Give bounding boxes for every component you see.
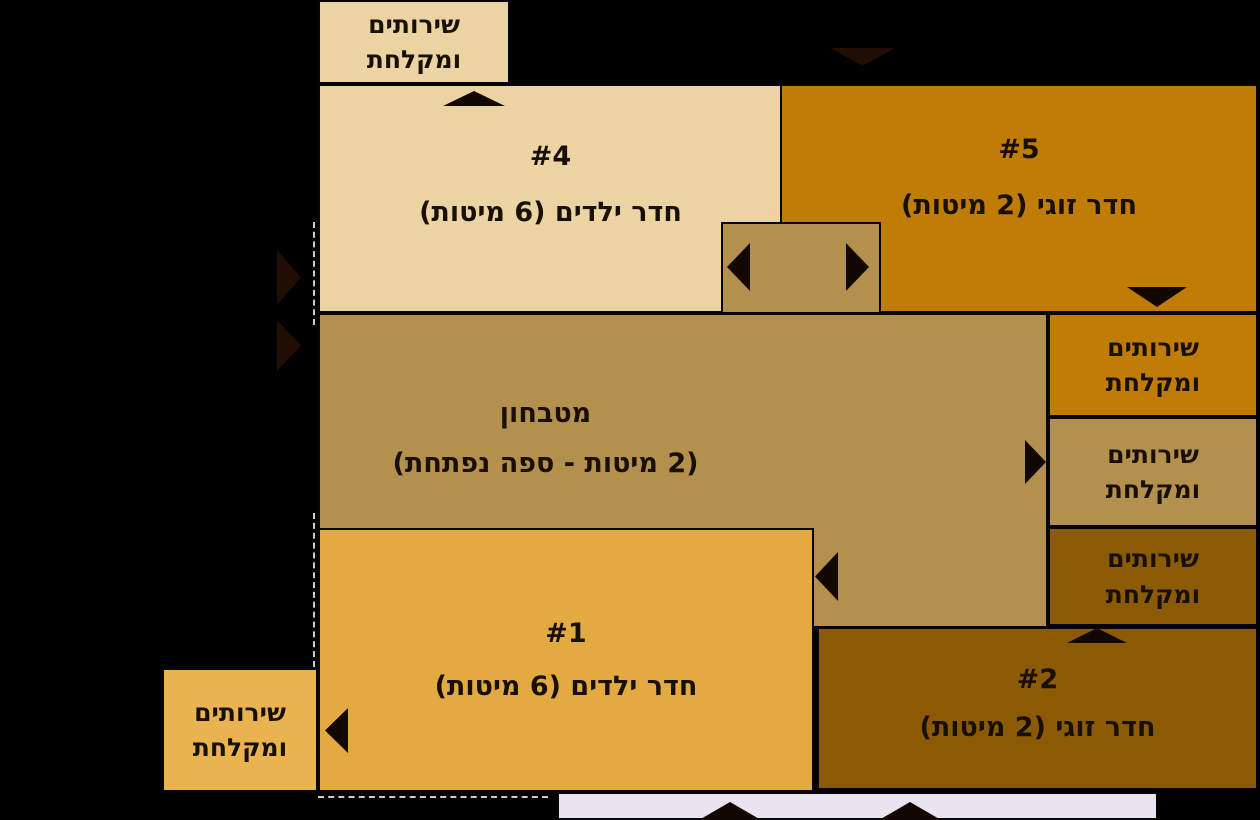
service-room-top: שירותים ומקלחת	[318, 0, 510, 84]
entrance-marker-right-icon	[277, 250, 301, 305]
kitchenette-title: מטבחון	[499, 398, 592, 430]
service-room-right-2-label-line1: שירותים	[1107, 439, 1199, 469]
service-room-bottom-left-label-line2: ומקלחת	[192, 733, 288, 762]
service-room-right-1-label-line1: שירותים	[1107, 332, 1199, 362]
porch-strip	[557, 792, 1158, 820]
room-5-label: חדר זוגי (2 מיטות)	[901, 189, 1137, 221]
service-room-right-2-label-line2: ומקלחת	[1105, 475, 1201, 504]
service-room-right-3: שירותים ומקלחת	[1048, 527, 1258, 626]
service-room-top-label-line2: ומקלחת	[366, 45, 462, 74]
service-room-top-label-line1: שירותים	[368, 9, 460, 39]
room-5-number: #5	[998, 134, 1040, 166]
room-2-number: #2	[1016, 664, 1059, 696]
window-dashed-line	[313, 222, 315, 325]
room-1-number: #1	[545, 617, 587, 649]
service-room-right-1-label-line2: ומקלחת	[1105, 368, 1201, 397]
room-4: #4 חדר ילדים (6 מיטות)	[318, 84, 783, 313]
service-room-right-2: שירותים ומקלחת	[1048, 417, 1258, 527]
kitchenette-text: מטבחון (2 מיטות - ספה נפתחת)	[318, 313, 773, 546]
service-room-right-3-label-line2: ומקלחת	[1105, 579, 1201, 609]
service-room-bottom-left-label-line1: שירותים	[194, 697, 286, 727]
kitchenette-subtitle: (2 מיטות - ספה נפתחת)	[392, 447, 699, 479]
room-1-label: חדר ילדים (6 מיטות)	[434, 671, 698, 702]
window-dashed-line	[318, 796, 548, 798]
service-room-right-3-label-line1: שירותים	[1107, 544, 1199, 573]
service-room-bottom-left: שירותים ומקלחת	[162, 668, 318, 792]
entrance-marker-down-icon	[830, 48, 895, 66]
room-2: #2 חדר זוגי (2 מיטות)	[817, 627, 1258, 790]
room-1: #1 חדר ילדים (6 מיטות)	[318, 528, 814, 792]
room-4-number: #4	[529, 141, 572, 173]
entrance-marker-right-icon	[277, 320, 301, 371]
room-4-label: חדר ילדים (6 מיטות)	[419, 196, 682, 228]
window-dashed-line	[313, 513, 315, 667]
room-2-label: חדר זוגי (2 מיטות)	[919, 711, 1156, 743]
service-room-right-1: שירותים ומקלחת	[1048, 313, 1258, 417]
